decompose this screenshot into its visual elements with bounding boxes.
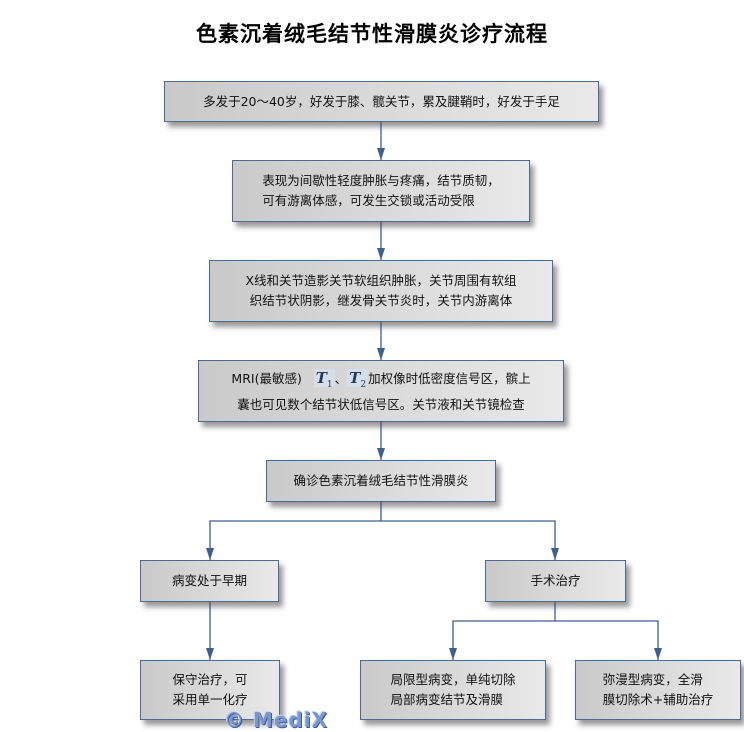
- connector-diagnosis-surgery: [381, 520, 556, 560]
- node-localized: 局限型病变，单纯切除 局部病变结节及滑膜: [360, 660, 546, 720]
- node-text: 局限型病变，单纯切除: [390, 672, 516, 687]
- arrowhead-icon: [377, 148, 385, 160]
- node-text: 织结节状阴影，继发骨关节炎时，关节内游离体: [249, 293, 513, 308]
- t1-subscript: 1: [326, 379, 333, 390]
- node-text: 采用单一化疗: [172, 692, 248, 707]
- arrowhead-icon: [206, 548, 214, 560]
- node-early-stage: 病变处于早期: [140, 560, 279, 602]
- separator: 、: [334, 370, 348, 386]
- t2-letter: T: [349, 368, 361, 387]
- arrowhead-icon: [377, 348, 385, 360]
- mri-line1-rest: 加权像时低密度信号区，髌上: [368, 370, 531, 386]
- arrowhead-icon: [654, 648, 662, 660]
- t1-letter: T: [315, 368, 327, 387]
- node-surgery: 手术治疗: [485, 560, 626, 602]
- node-text: 多发于20～40岁，好发于膝、髋关节，累及腱鞘时，好发于手足: [203, 93, 560, 109]
- t1-symbol: T1: [313, 368, 335, 390]
- node-symptoms: 表现为间歇性轻度肿胀与疼痛，结节质韧， 可有游离体感，可发生交锁或活动受限: [232, 160, 530, 222]
- connector-diagnosis-branches: [209, 502, 382, 560]
- arrowhead-icon: [377, 448, 385, 460]
- node-text: 保守治疗，可: [172, 672, 248, 687]
- node-text: 弥漫型病变，全滑: [602, 672, 703, 687]
- node-text-line-2: 囊也可见数个结节状低信号区。关节液和关节镜检查: [237, 396, 525, 412]
- mri-prefix: MRI(最敏感): [231, 370, 302, 386]
- node-diagnosis: 确诊色素沉着绒毛结节性滑膜炎: [266, 460, 496, 502]
- node-epidemiology: 多发于20～40岁，好发于膝、髋关节，累及腱鞘时，好发于手足: [164, 81, 599, 122]
- node-text: 局部病变结节及滑膜: [390, 692, 503, 707]
- node-text: 膜切除术+辅助治疗: [602, 692, 714, 707]
- t2-subscript: 2: [360, 379, 367, 390]
- node-xray: X线和关节造影关节软组织肿胀，关节周围有软组 织结节状阴影，继发骨关节炎时，关节…: [209, 260, 553, 322]
- connector-surgery-localized: [452, 620, 555, 660]
- watermark-logo: © MediX: [224, 708, 329, 732]
- arrowhead-icon: [377, 248, 385, 260]
- page-title: 色素沉着绒毛结节性滑膜炎诊疗流程: [196, 22, 548, 46]
- node-conservative: 保守治疗，可 采用单一化疗: [140, 660, 280, 720]
- arrowhead-icon: [449, 648, 457, 660]
- node-diffuse: 弥漫型病变，全滑 膜切除术+辅助治疗: [575, 660, 741, 720]
- arrowhead-icon: [206, 648, 214, 660]
- node-text: X线和关节造影关节软组织肿胀，关节周围有软组: [245, 273, 517, 288]
- t2-symbol: T2: [347, 368, 369, 390]
- node-text: 表现为间歇性轻度肿胀与疼痛，结节质韧，: [262, 173, 500, 188]
- node-text: 可有游离体感，可发生交锁或活动受限: [262, 193, 475, 208]
- node-text: 病变处于早期: [171, 573, 247, 588]
- connector-surgery-diffuse: [555, 620, 659, 660]
- node-text: 手术治疗: [530, 573, 581, 588]
- arrowhead-icon: [551, 548, 559, 560]
- node-text: 确诊色素沉着绒毛结节性滑膜炎: [293, 473, 469, 488]
